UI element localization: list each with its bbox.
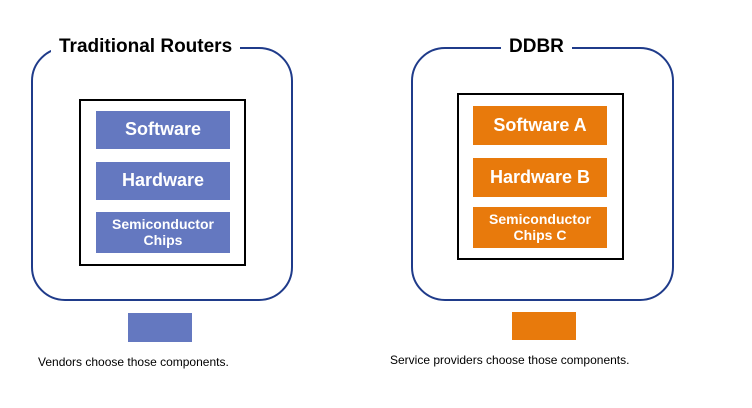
traditional-chips-block: Semiconductor Chips bbox=[96, 212, 230, 253]
service-provider-legend-text: Service providers choose those component… bbox=[390, 353, 630, 367]
traditional-hardware-block: Hardware bbox=[96, 162, 230, 200]
traditional-software-block: Software bbox=[96, 111, 230, 149]
vendor-legend-text: Vendors choose those components. bbox=[38, 355, 229, 369]
service-provider-legend-swatch bbox=[512, 312, 576, 340]
vendor-legend-swatch bbox=[128, 313, 192, 342]
ddbr-chips-c-block: Semiconductor Chips C bbox=[473, 207, 607, 248]
ddbr-title: DDBR bbox=[501, 36, 572, 58]
ddbr-software-a-block: Software A bbox=[473, 106, 607, 145]
traditional-routers-title: Traditional Routers bbox=[51, 36, 241, 58]
ddbr-hardware-b-block: Hardware B bbox=[473, 158, 607, 197]
